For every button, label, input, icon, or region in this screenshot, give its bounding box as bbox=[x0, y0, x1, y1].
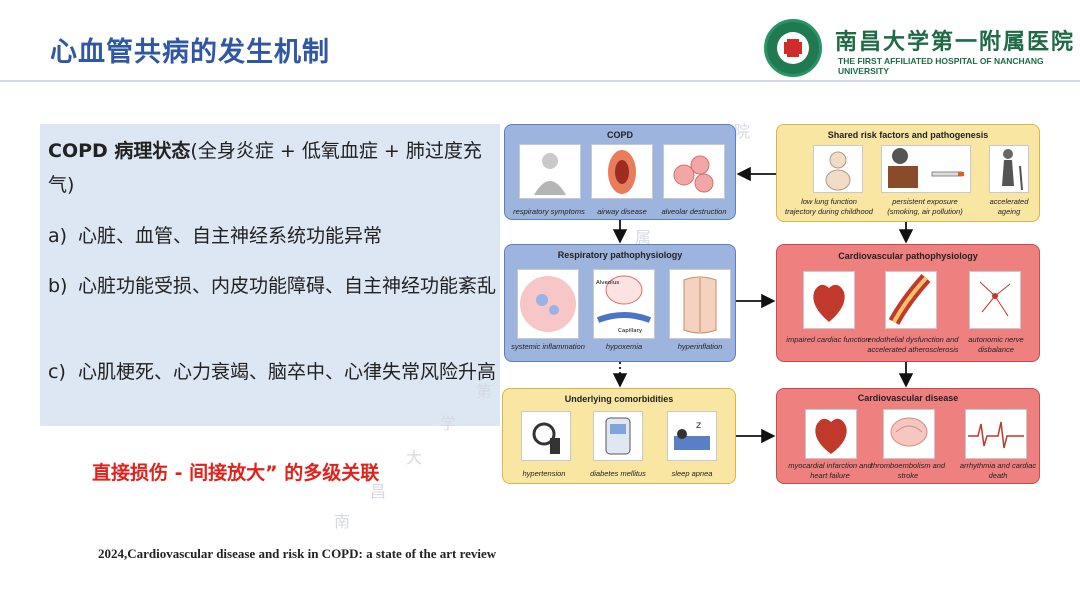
diagram-arrows bbox=[0, 0, 1080, 608]
